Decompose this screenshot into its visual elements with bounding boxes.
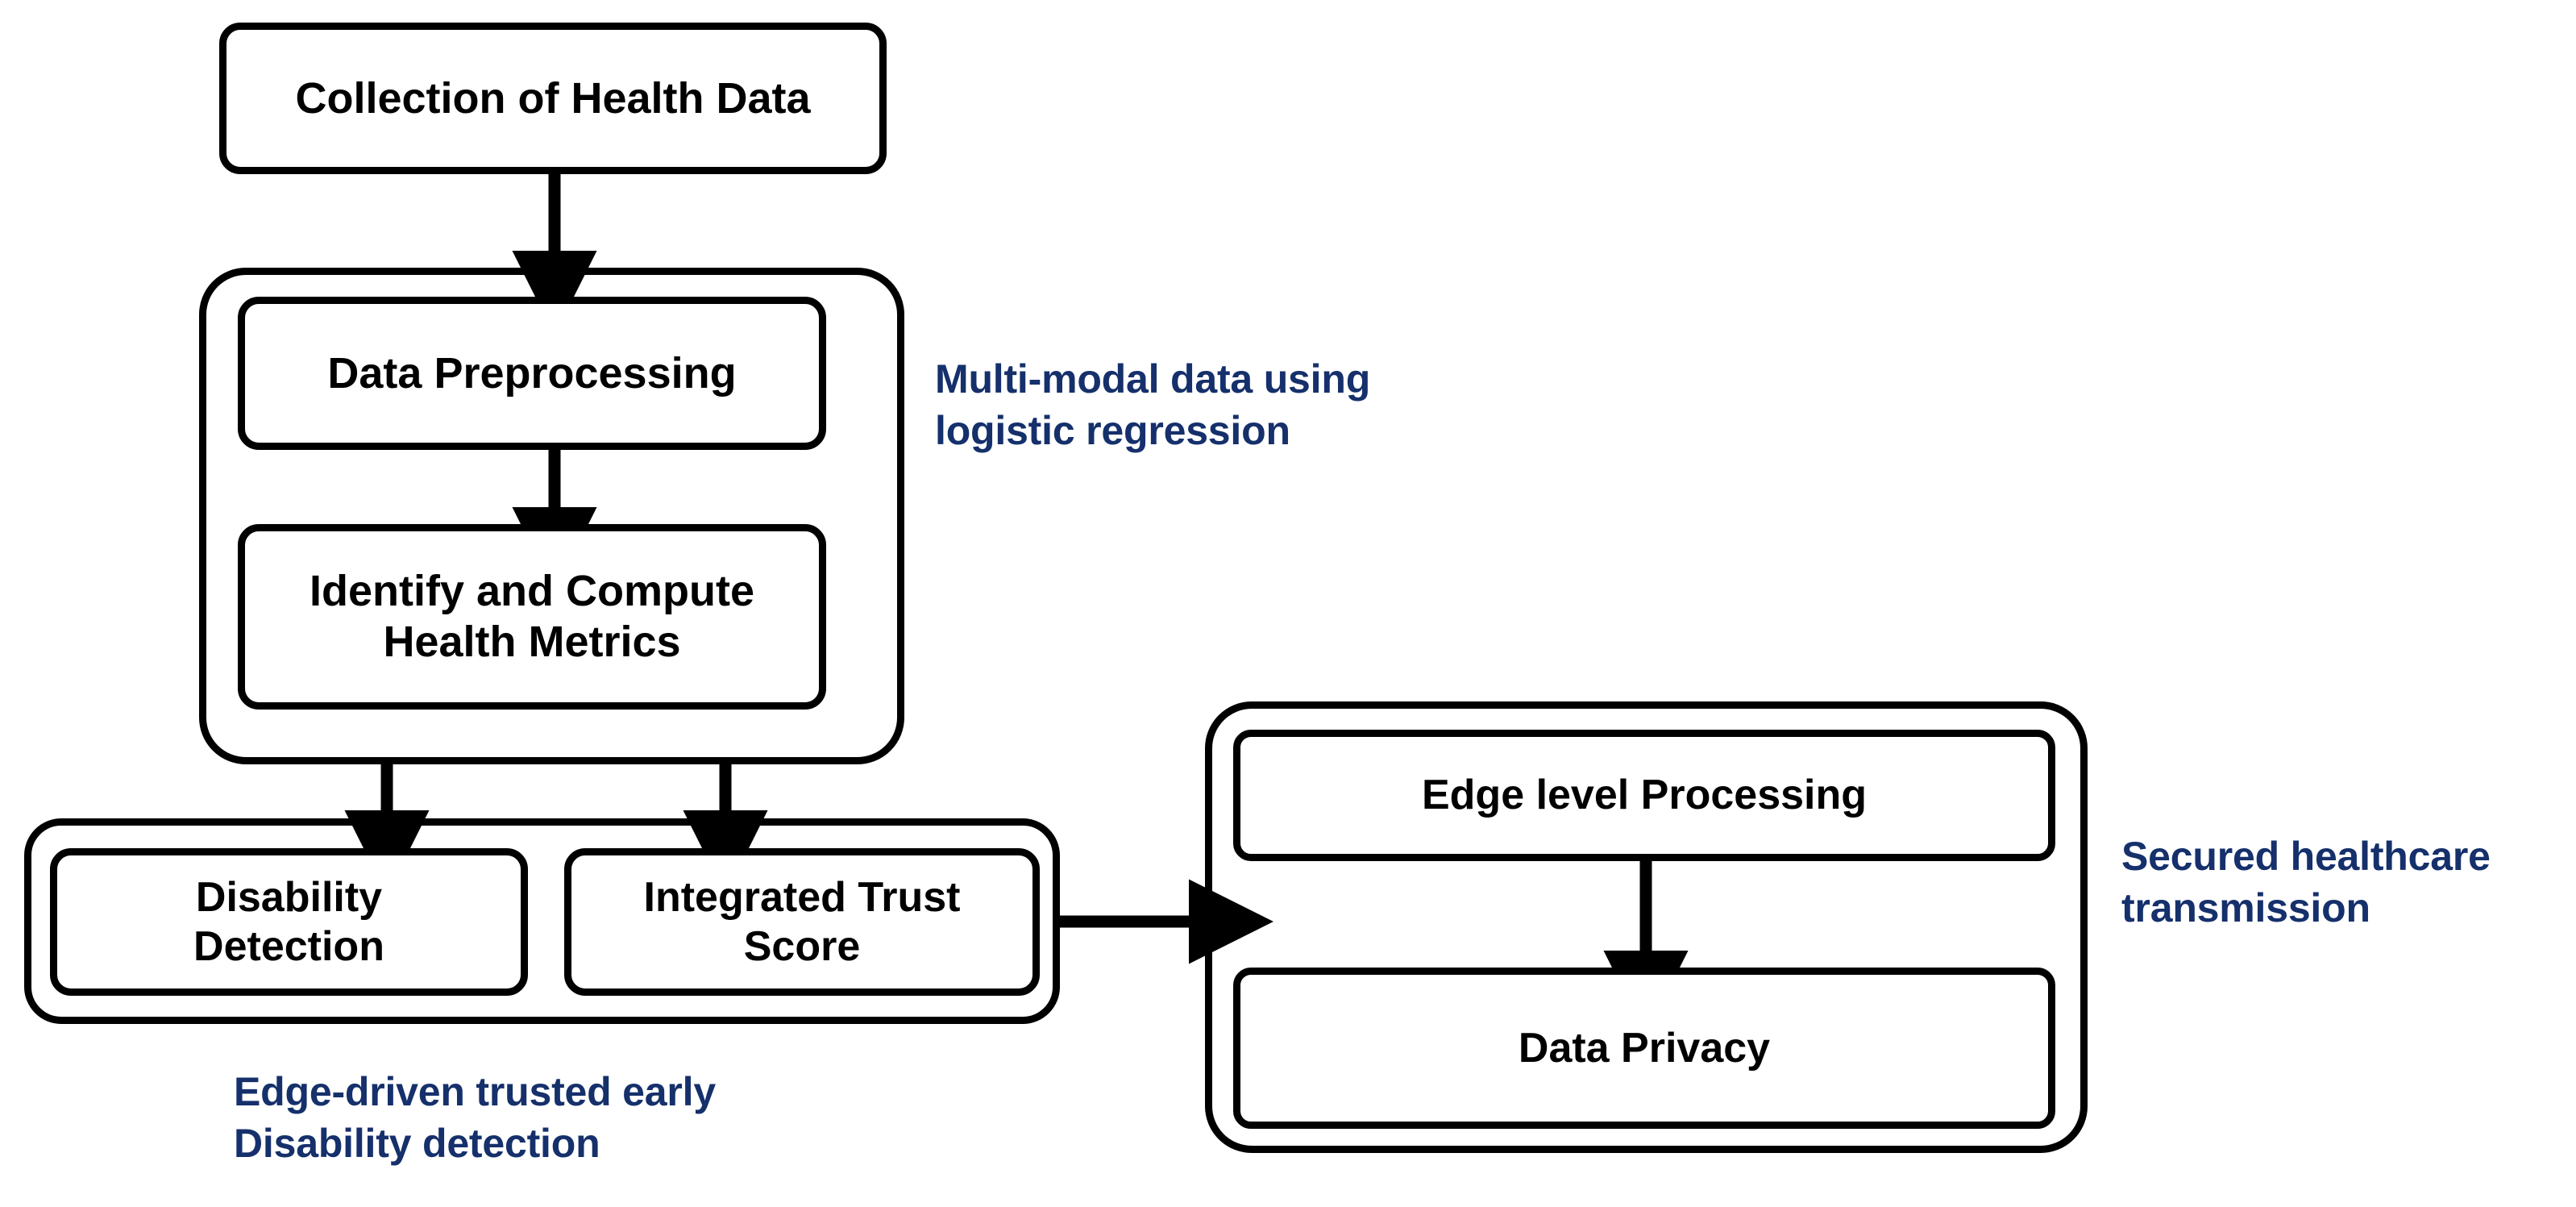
group-secured-transmission <box>1205 701 2088 1153</box>
node-identify-and-compute-health-metrics[interactable]: Identify and Compute Health Metrics <box>238 524 826 710</box>
node-disability-detection[interactable]: Disability Detection <box>50 848 528 996</box>
node-data-privacy[interactable]: Data Privacy <box>1233 968 2055 1129</box>
node-data-preprocessing[interactable]: Data Preprocessing <box>238 297 826 450</box>
node-collection-of-health-data[interactable]: Collection of Health Data <box>219 23 887 174</box>
node-edge-level-processing[interactable]: Edge level Processing <box>1233 730 2055 861</box>
group-edge-driven-detection <box>24 818 1060 1024</box>
annotation-edge-driven-trusted-early-disability-detection: Edge-driven trusted early Disability det… <box>234 1069 716 1166</box>
annotation-secured-healthcare-transmission: Secured healthcare transmission <box>2121 834 2491 930</box>
group-multimodal-pipeline <box>199 268 904 764</box>
node-integrated-trust-score[interactable]: Integrated Trust Score <box>564 848 1040 996</box>
annotation-multimodal-logistic-regression: Multi-modal data using logistic regressi… <box>935 356 1371 453</box>
